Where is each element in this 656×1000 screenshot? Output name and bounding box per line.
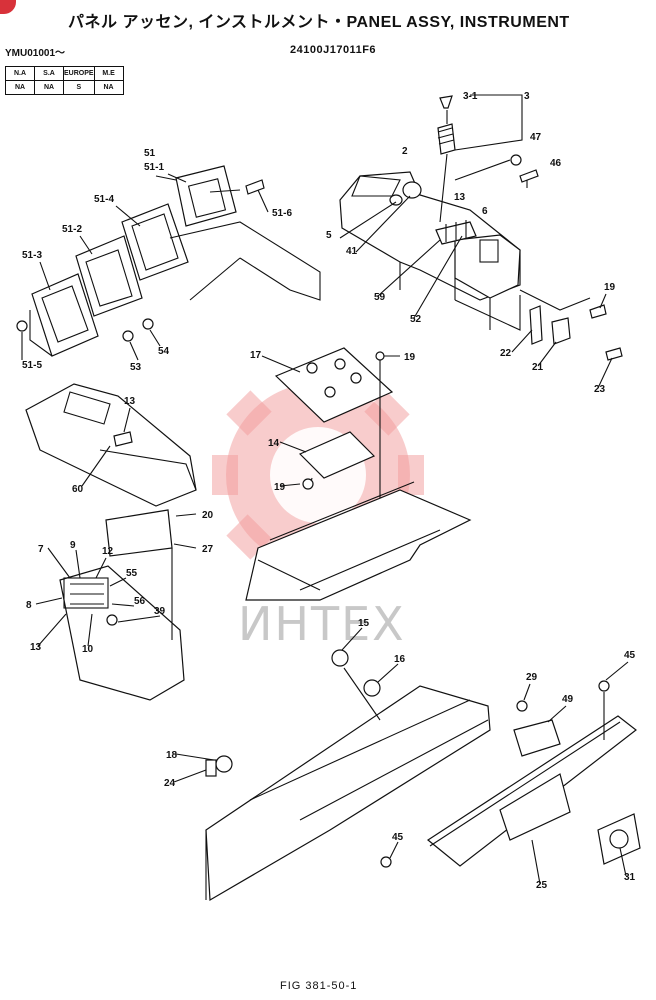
region-value: NA xyxy=(34,80,64,95)
callout-label: 27 xyxy=(202,544,214,555)
callout-label: 51-5 xyxy=(22,360,42,371)
figure-number: FIG 381-50-1 xyxy=(280,980,358,992)
callout-label: 5 xyxy=(326,230,332,241)
callout-label: 14 xyxy=(268,438,280,449)
callout-label: 60 xyxy=(72,484,84,495)
callout-label: 7 xyxy=(38,544,44,555)
callout-label: 17 xyxy=(250,350,262,361)
callout-label: 19 xyxy=(274,482,286,493)
region-value: NA xyxy=(93,80,124,95)
callout-label: 12 xyxy=(102,546,114,557)
callout-label: 21 xyxy=(532,362,544,373)
right-console-part xyxy=(339,171,521,331)
callout-label: 19 xyxy=(604,282,616,293)
callout-label: 51-3 xyxy=(22,250,42,261)
switch-box-part xyxy=(59,509,185,701)
part-number: 24100J17011F6 xyxy=(290,44,377,56)
callout-label: 6 xyxy=(482,206,488,217)
callout-label: 23 xyxy=(594,384,606,395)
callout-label: 49 xyxy=(562,694,574,705)
watermark-text: ИНТЕХ xyxy=(238,597,406,651)
mounting-plate-part xyxy=(274,347,394,556)
callout-label: 55 xyxy=(126,568,138,579)
callout-label: 46 xyxy=(550,158,562,169)
callout-label: 18 xyxy=(166,750,178,761)
region-value: NA xyxy=(5,80,35,95)
callout-label: 41 xyxy=(346,246,358,257)
callout-label: 51-6 xyxy=(272,208,292,219)
callout-label: 13 xyxy=(30,642,42,653)
callout-label: 29 xyxy=(526,672,538,683)
knob-part xyxy=(437,95,456,223)
callout-label: 51-1 xyxy=(144,162,164,173)
serial-range: YMU01001〜 xyxy=(5,48,66,59)
corner-mark xyxy=(0,0,16,14)
callout-label: 3 xyxy=(524,91,530,102)
callout-label: 8 xyxy=(26,600,32,611)
callout-label: 45 xyxy=(624,650,636,661)
callout-label: 39 xyxy=(154,606,166,617)
callout-label: 9 xyxy=(70,540,76,551)
callout-label: 52 xyxy=(410,314,422,325)
callout-label: 45 xyxy=(392,832,404,843)
callout-label: 20 xyxy=(202,510,214,521)
callout-label: 31 xyxy=(624,872,636,883)
callout-label: 13 xyxy=(124,396,136,407)
callout-label: 22 xyxy=(500,348,512,359)
callout-label: 2 xyxy=(402,146,408,157)
frame-part xyxy=(245,481,472,601)
callout-label: 54 xyxy=(158,346,170,357)
left-console-part xyxy=(25,383,197,507)
callout-label: 53 xyxy=(130,362,142,373)
callout-label: 19 xyxy=(404,352,416,363)
region-table: N.A S.A EUROPE M.E NA NA S NA xyxy=(5,66,124,95)
callout-label: 13 xyxy=(454,192,466,203)
page-title: パネル アッセン, インストルメント・PANEL ASSY, INSTRUMEN… xyxy=(68,14,570,31)
callout-label: 10 xyxy=(82,644,94,655)
callout-label: 47 xyxy=(530,132,542,143)
callout-label: 16 xyxy=(394,654,406,665)
callout-label: 15 xyxy=(358,618,370,629)
callout-label: 24 xyxy=(164,778,176,789)
callout-label: 59 xyxy=(374,292,386,303)
callout-label: 51-2 xyxy=(62,224,82,235)
region-value: S xyxy=(63,80,95,95)
callout-label: 56 xyxy=(134,596,146,607)
callout-label: 51 xyxy=(144,148,156,159)
callout-label: 3-1 xyxy=(463,91,478,102)
callout-label: 25 xyxy=(536,880,548,891)
base-housing-part xyxy=(205,649,641,902)
callout-label: 51-4 xyxy=(94,194,114,205)
meter-panel-part xyxy=(29,165,321,357)
